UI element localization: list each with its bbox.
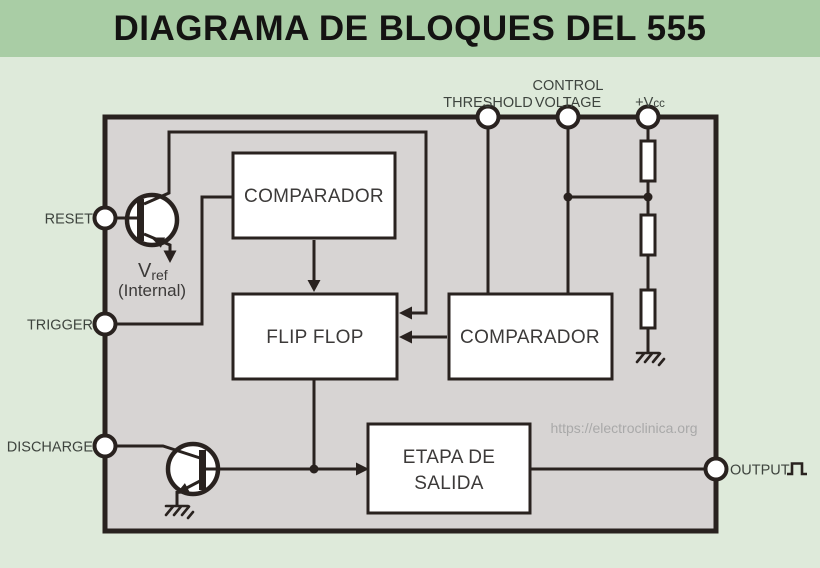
arrowhead-reset-emitter (151, 237, 166, 248)
discharge-transistor-base-bar (199, 450, 206, 490)
threshold-terminal (475, 104, 501, 130)
arrowheads (151, 237, 412, 494)
trigger-terminal (92, 311, 118, 337)
wires (116, 128, 716, 506)
discharge-terminal (92, 433, 118, 459)
arrowhead-into-flipflop-top (307, 280, 321, 292)
reset-transistor-base-bar (137, 199, 144, 241)
pulse-icon (787, 462, 807, 476)
output-terminal (703, 456, 729, 482)
flip-flop-box (231, 292, 399, 381)
output-stage-box (366, 422, 532, 515)
arrowhead-discharge-emitter (176, 483, 191, 494)
junction-dot (309, 464, 319, 474)
control-voltage-label-line1: CONTROL (533, 78, 604, 94)
arrowhead-into-flipflop-lower (399, 330, 412, 344)
vcc-label: +Vcc (635, 95, 665, 111)
wire-trigger-to-comparator (116, 195, 232, 326)
control-voltage-terminal (555, 104, 581, 130)
wire-discharge-pin (116, 444, 201, 460)
discharge-label: DISCHARGE (7, 440, 94, 456)
ground-icon (164, 504, 195, 520)
junction-dot (563, 192, 573, 202)
reset-label: RESET (45, 212, 93, 228)
watermark-text: https://electroclinica.org (550, 420, 697, 436)
output-stage-label-line2: SALIDA (414, 473, 483, 494)
comparator-top-label: COMPARADOR (244, 186, 384, 207)
junction-dot (643, 192, 653, 202)
control-voltage-label-line2: VOLTAGE (535, 95, 602, 111)
comparator-top-box (231, 151, 397, 240)
arrowhead-into-flipflop-upper (399, 306, 412, 320)
comparator-right-box (447, 292, 614, 381)
comparator-right-label: COMPARADOR (460, 327, 600, 348)
threshold-label: THRESHOLD (443, 95, 532, 111)
output-label: OUTPUT (730, 463, 790, 479)
ground-icon (635, 351, 666, 367)
reset-terminal (92, 205, 118, 231)
flip-flop-label: FLIP FLOP (266, 327, 363, 348)
page-title: DIAGRAMA DE BLOQUES DEL 555 (113, 8, 707, 48)
resistor-1 (639, 139, 657, 183)
arrowhead-into-output-stage (356, 462, 369, 476)
wire-reset-to-flipflop (143, 130, 428, 315)
resistor-3 (639, 288, 657, 330)
vref-label: Vref (138, 260, 168, 283)
vcc-terminal (635, 104, 661, 130)
vref-internal-label: (Internal) (118, 281, 186, 300)
output-stage-label-line1: ETAPA DE (403, 447, 496, 468)
trigger-label: TRIGGER (27, 318, 93, 334)
title-bar: DIAGRAMA DE BLOQUES DEL 555 (0, 0, 820, 57)
arrowhead-vref (163, 250, 177, 263)
resistor-2 (639, 213, 657, 257)
